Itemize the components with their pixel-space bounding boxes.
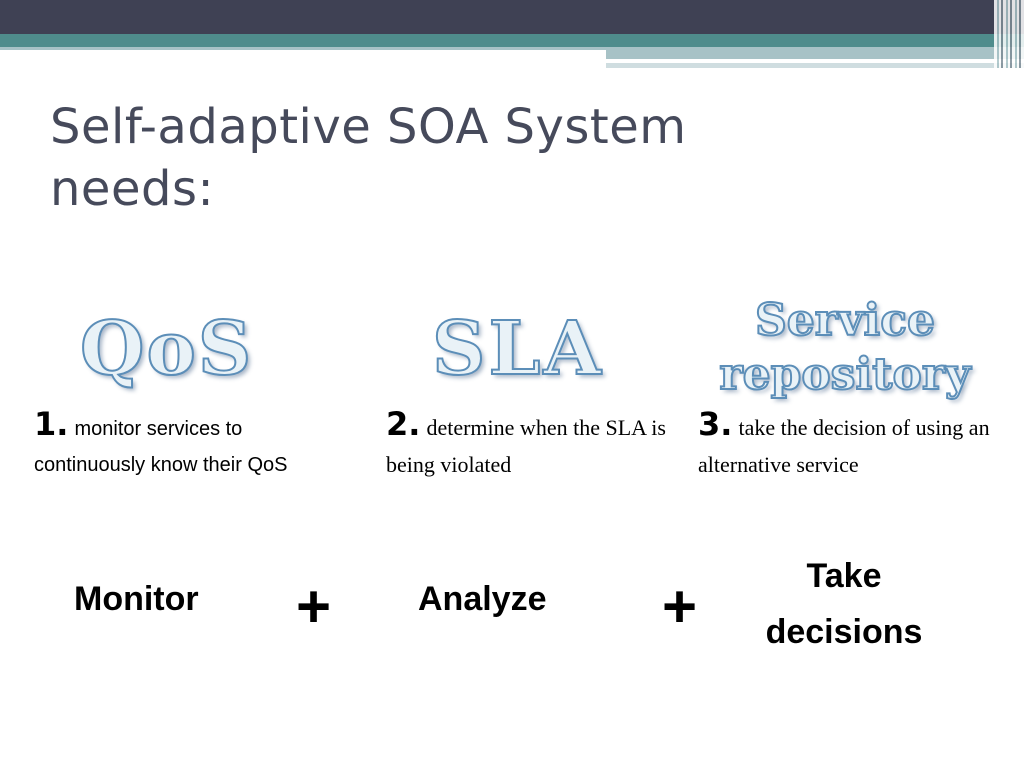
concept-qos: QoS (79, 305, 254, 393)
header-band-dark (0, 0, 1024, 34)
plus-operator: + (662, 573, 698, 640)
step-text: take the decision of using an alternativ… (698, 415, 990, 477)
step-2: 2. determine when the SLA is being viola… (386, 406, 676, 484)
header-band-teal (0, 34, 1024, 47)
step-3: 3. take the decision of using an alterna… (698, 406, 1018, 484)
phase-take-decisions: Take decisions (765, 557, 923, 651)
header-band-thin (0, 47, 606, 50)
step-number: 1. (34, 405, 69, 443)
phase-analyze: Analyze (418, 580, 547, 618)
header-line-light (606, 63, 1024, 68)
phase-monitor: Monitor (74, 580, 199, 618)
step-number: 3. (698, 405, 733, 443)
step-1: 1. monitor services to continuously know… (34, 406, 354, 483)
step-text: monitor services to continuously know th… (34, 418, 288, 476)
header-line-white (606, 60, 946, 62)
concept-service-repository: Service repository (718, 294, 971, 401)
header-band-light (606, 47, 1024, 59)
step-text: determine when the SLA is being violated (386, 415, 666, 477)
plus-operator: + (296, 573, 332, 640)
concept-sla: SLA (431, 305, 604, 393)
step-number: 2. (386, 405, 421, 443)
slide-title: Self-adaptive SOA System needs: (50, 99, 687, 217)
header-stripes (994, 0, 1024, 68)
